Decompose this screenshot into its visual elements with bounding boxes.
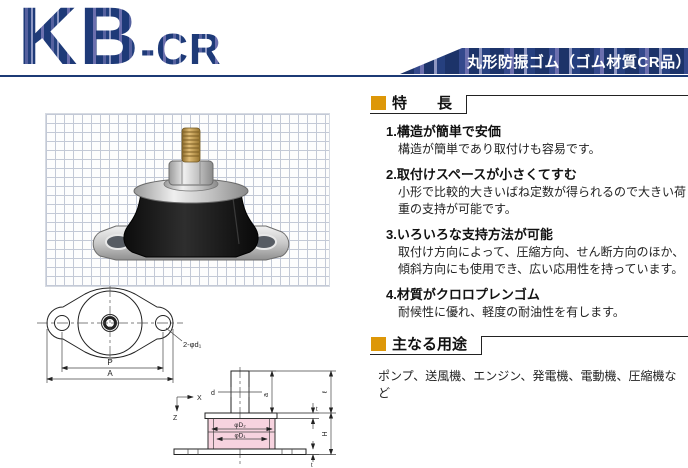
features-header-tab: 特 長 bbox=[370, 94, 467, 114]
applications-title: 主なる用途 bbox=[392, 336, 468, 354]
feature-title: いろいろな支持方法が可能 bbox=[396, 226, 553, 242]
feature-title: 材質がクロロプレンゴム bbox=[396, 286, 540, 302]
feature-title: 構造が簡単で安価 bbox=[396, 124, 501, 139]
feature-num: 2. bbox=[386, 166, 397, 182]
label-thread-length: a bbox=[263, 393, 270, 397]
feature-item: 4.材質がクロロプレンゴム 耐候性に優れ、軽度の耐油性を有します。 bbox=[386, 286, 688, 322]
label-body-height: H bbox=[322, 431, 329, 436]
feature-num: 1. bbox=[386, 124, 397, 139]
spec-column: 特 長 1.構造が簡単で安価 構造が簡単であり取付けも容易です。 2.取付けスペ… bbox=[370, 94, 688, 401]
orange-square-icon bbox=[371, 95, 386, 110]
features-header: 特 長 bbox=[370, 94, 688, 114]
drawing-side-view: d a t φD₂ φD₁ t bbox=[173, 367, 336, 468]
feature-num: 4. bbox=[386, 286, 397, 302]
feature-body: 取付け方向によって、圧縮方向、せん断方向のほか、傾斜方向にも使用でき、広い応用性… bbox=[398, 244, 685, 277]
label-width: A bbox=[107, 369, 113, 378]
product-photo-art bbox=[92, 127, 290, 261]
feature-num: 3. bbox=[386, 226, 397, 242]
label-thread-dia: d bbox=[211, 390, 215, 397]
drawing-top-view: 2-φd₁ P A bbox=[37, 286, 202, 383]
label-pitch: P bbox=[107, 358, 112, 367]
feature-item: 2.取付けスペースが小さくてすむ 小形で比較的大きいばね定数が得られるので大きい… bbox=[386, 166, 688, 219]
product-category-banner: 丸形防振ゴム（ゴム材質CR品） bbox=[400, 48, 688, 74]
applications-header-tab: 主なる用途 bbox=[370, 335, 482, 356]
orange-square-icon bbox=[371, 336, 386, 351]
label-dia-bottom: φD₁ bbox=[234, 433, 246, 440]
dimension-drawing: 2-φd₁ P A X Z d a bbox=[37, 286, 336, 468]
threaded-stud bbox=[181, 127, 201, 163]
feature-item: 3.いろいろな支持方法が可能 取付け方向によって、圧縮方向、せん断方向のほか、傾… bbox=[386, 226, 688, 279]
label-base-thickness: t bbox=[311, 463, 313, 468]
features-list: 1.構造が簡単で安価 構造が簡単であり取付けも容易です。 2.取付けスペースが小… bbox=[386, 123, 688, 321]
rubber-body bbox=[123, 191, 259, 258]
feature-title: 取付けスペースが小さくてすむ bbox=[396, 166, 577, 182]
label-overall-height: ℓ bbox=[322, 390, 329, 394]
applications-header-rule bbox=[481, 336, 688, 356]
logo-series: KB bbox=[18, 0, 140, 78]
hex-nut bbox=[168, 160, 214, 186]
feature-body: 小形で比較的大きいばね定数が得られるので大きい荷重の支持が可能です。 bbox=[398, 184, 687, 217]
applications-body: ポンプ、送風機、エンジン、発電機、電動機、圧縮機など bbox=[378, 369, 677, 401]
axes-icon: X Z bbox=[173, 394, 202, 422]
feature-body: 耐候性に優れ、軽度の耐油性を有します。 bbox=[398, 304, 625, 319]
applications-header: 主なる用途 bbox=[370, 335, 688, 356]
label-dia-top: φD₂ bbox=[234, 422, 246, 429]
feature-item: 1.構造が簡単で安価 構造が簡単であり取付けも容易です。 bbox=[386, 123, 688, 159]
label-plate-thickness: t bbox=[316, 407, 318, 413]
product-photo bbox=[45, 113, 330, 287]
features-title: 特 長 bbox=[392, 95, 453, 112]
header-divider bbox=[0, 75, 688, 77]
logo-variant: -CR bbox=[140, 25, 222, 74]
product-logo: KB -CR bbox=[18, 0, 222, 78]
label-axis-x: X bbox=[197, 395, 202, 402]
feature-body: 構造が簡単であり取付けも容易です。 bbox=[398, 142, 601, 157]
label-hole-count: 2-φd₁ bbox=[183, 340, 202, 349]
banner-label: 丸形防振ゴム（ゴム材質CR品） bbox=[466, 53, 688, 71]
label-axis-z: Z bbox=[173, 415, 178, 422]
features-header-rule bbox=[466, 95, 688, 114]
